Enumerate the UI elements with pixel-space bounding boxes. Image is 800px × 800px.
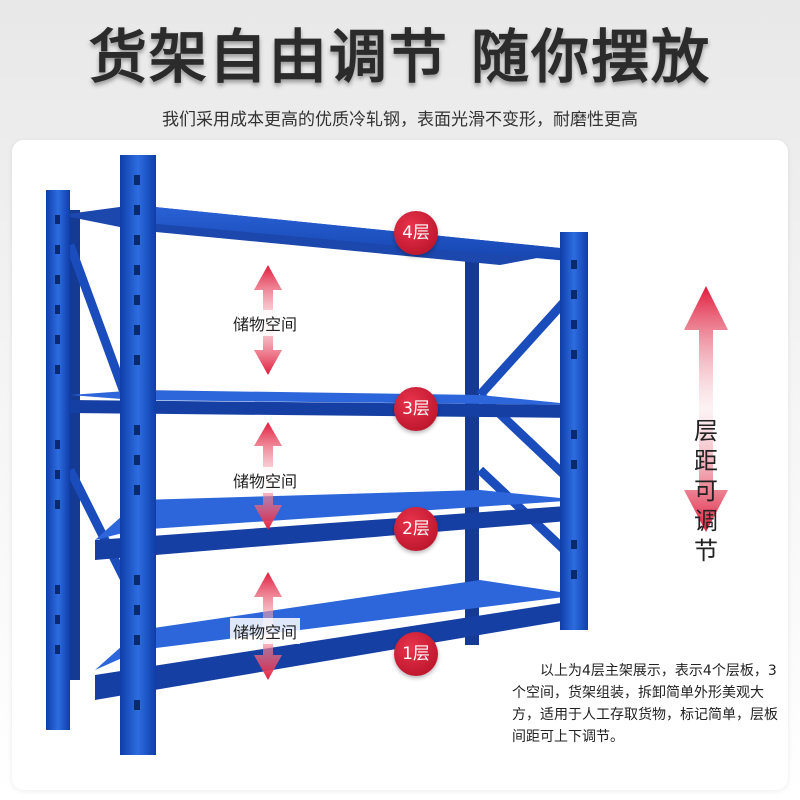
storage-label-3: 储物空间 xyxy=(230,618,301,644)
adjust-char-5: 节 xyxy=(694,537,718,565)
page-title: 货架自由调节 随你摆放 xyxy=(88,23,712,91)
adjust-char-4: 调 xyxy=(694,507,718,535)
adjust-char-1: 层 xyxy=(694,417,718,445)
adjust-arrow xyxy=(684,286,728,532)
shelf-deck-3 xyxy=(70,390,580,418)
adjust-char-3: 可 xyxy=(694,477,718,505)
page-subtitle: 我们采用成本更高的优质冷轧钢，表面光滑不变形，耐磨性更高 xyxy=(162,110,638,130)
back-post-right xyxy=(465,250,479,645)
adjust-char-2: 距 xyxy=(694,447,718,475)
storage-label-1: 储物空间 xyxy=(230,310,301,336)
layer-badge-1: 1层 xyxy=(394,632,438,676)
post-holes xyxy=(55,175,577,710)
shelf-deck-2 xyxy=(95,490,580,560)
shelf-deck-1 xyxy=(95,580,580,700)
shelf-deck-4 xyxy=(60,205,580,265)
storage-label-2: 储物空间 xyxy=(230,467,301,493)
adjust-label: 层 距 可 调 节 xyxy=(686,416,726,566)
layer-badge-3: 3层 xyxy=(394,387,438,431)
layer-badge-4: 4层 xyxy=(394,211,438,255)
product-description: 以上为4层主架展示，表示4个层板，3个空间，货架组装，拆卸简单外形美观大方，适用… xyxy=(512,663,778,745)
layer-badge-2: 2层 xyxy=(394,507,438,551)
